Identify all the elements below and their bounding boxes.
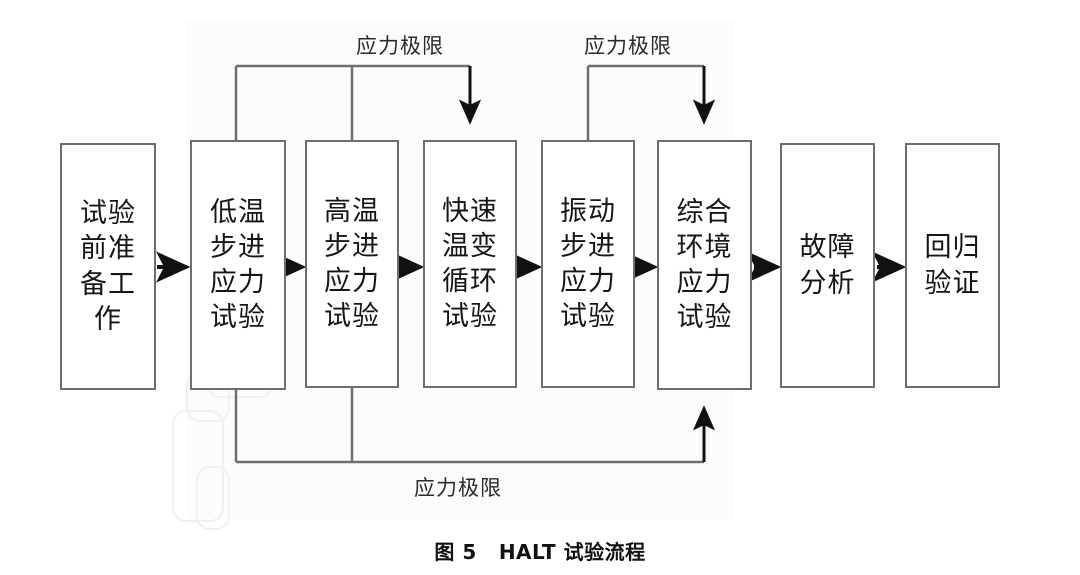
figure-caption-prefix: 图 5 [434,540,477,564]
feedback-loop-top-right [586,64,716,140]
feedback-label-top-left: 应力极限 [356,34,444,58]
node-fault-analysis[interactable]: 故障分析 [780,143,875,388]
node-label: 回归验证 [924,232,981,299]
node-label: 试验前准备工作 [80,198,136,335]
figure-caption-title: HALT 试验流程 [498,540,646,564]
feedback-loop-bottom [234,388,716,464]
node-high-temp-step[interactable]: 高温步进应力试验 [305,140,399,388]
node-regression-verify[interactable]: 回归验证 [905,143,1000,388]
node-label: 低温步进应力试验 [210,196,266,334]
figure-caption: 图 5 HALT 试验流程 [0,536,1080,565]
node-combined-env[interactable]: 综合环境应力试验 [657,140,752,390]
node-low-temp-step[interactable]: 低温步进应力试验 [190,140,286,390]
node-pre-test-prep[interactable]: 试验前准备工作 [60,143,156,390]
node-label: 振动步进应力试验 [560,195,616,333]
node-label: 故障分析 [799,232,856,299]
feedback-loop-top-left [234,64,482,140]
node-label: 快速温变循环试验 [442,195,498,333]
node-label: 高温步进应力试验 [324,195,380,333]
node-vibration-step[interactable]: 振动步进应力试验 [541,140,635,388]
node-rapid-temp-cycle[interactable]: 快速温变循环试验 [423,140,517,388]
feedback-label-top-right: 应力极限 [584,34,672,58]
node-label: 综合环境应力试验 [676,196,733,334]
feedback-label-bottom: 应力极限 [414,476,502,500]
